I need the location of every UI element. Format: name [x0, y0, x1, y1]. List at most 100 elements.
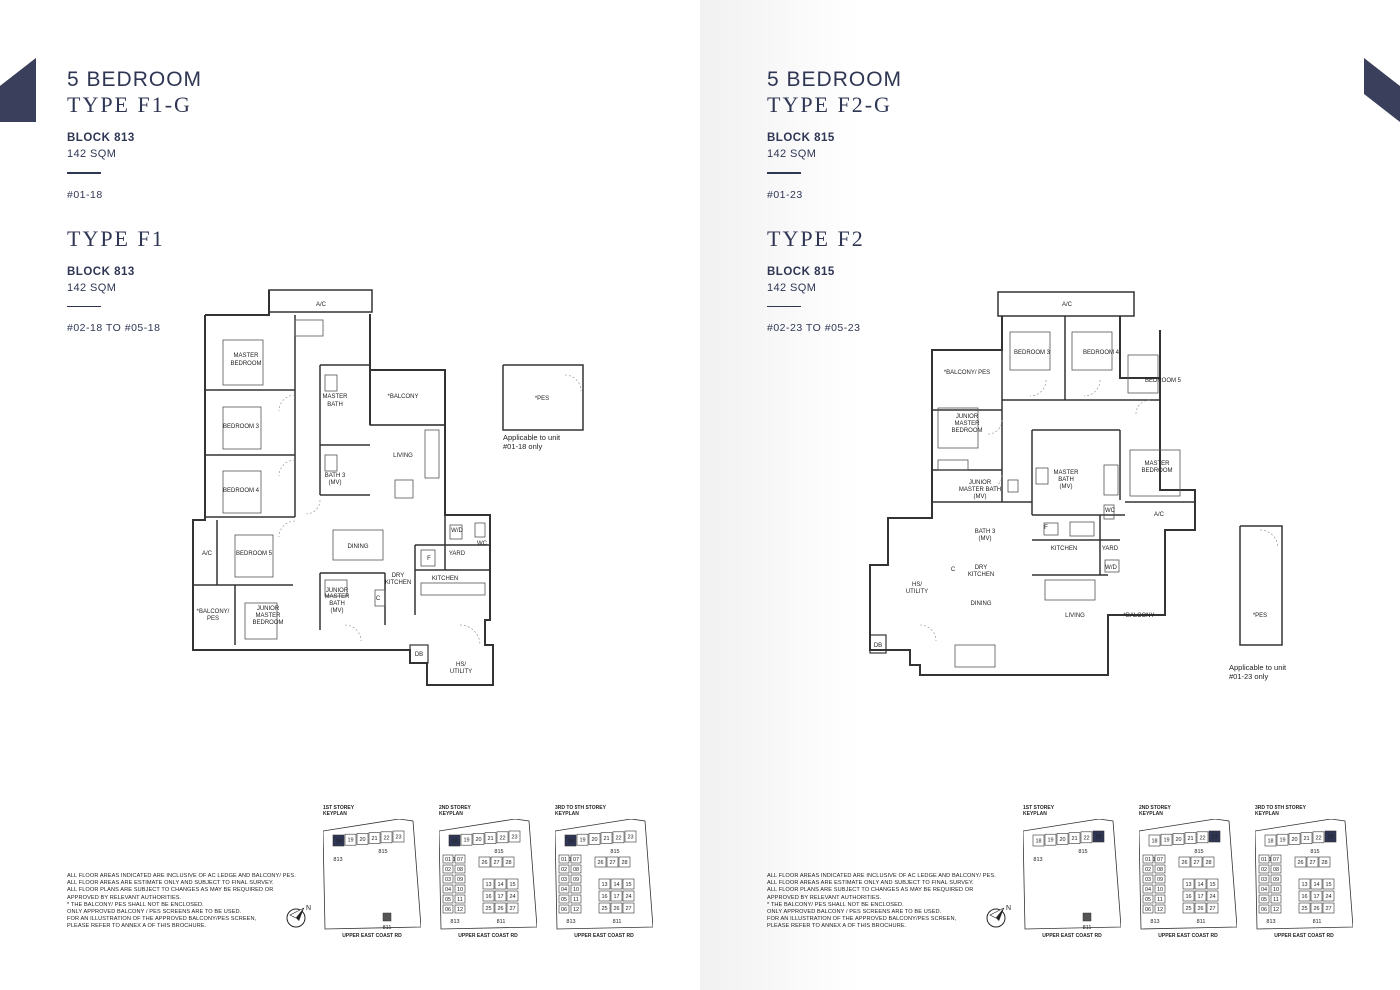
keyplan-unit	[1154, 854, 1166, 864]
keyplan-unit	[570, 874, 582, 884]
keyplan-unit	[598, 890, 611, 902]
keyplan-unit	[1092, 830, 1105, 843]
keyplan-unit	[598, 902, 611, 914]
keyplan-unit-label: 27	[625, 906, 631, 912]
keyplan-unit-label: 08	[1273, 867, 1279, 873]
keyplan-unit	[1270, 894, 1282, 904]
keyplan-block-label: 811	[497, 919, 506, 925]
keyplan-block-label: 813	[1150, 919, 1159, 925]
keyplan-unit	[564, 834, 577, 847]
label-bedroom3: BEDROOM 3	[1014, 350, 1051, 356]
keyplan-unit	[622, 890, 635, 902]
label-ac-top: A/C	[1062, 302, 1073, 308]
label-bath3-2: (MV)	[979, 536, 992, 542]
keyplan-unit-label: 14	[1197, 882, 1203, 888]
keyplan-unit-label: 09	[1273, 877, 1279, 883]
keyplan-unit	[1196, 831, 1209, 844]
type2-area-label: 142 SQM	[67, 281, 117, 294]
keyplan-unit-label: 06	[561, 907, 567, 913]
keyplan-unit-label: 04	[445, 887, 451, 893]
keyplan-unit	[482, 890, 495, 902]
keyplan-unit-label: 07	[1273, 857, 1279, 863]
divider	[767, 305, 801, 307]
keyplan-unit	[1082, 912, 1092, 922]
keyplan-unit	[1270, 884, 1282, 894]
keyplan-unit-label: 26	[1297, 860, 1303, 866]
label-kitchen: KITCHEN	[1051, 546, 1077, 552]
keyplan-unit-label: 23	[395, 835, 401, 841]
keyplan-unit-label: 17	[1313, 894, 1319, 900]
keyplan-unit-label: 03	[445, 877, 451, 883]
keyplan-unit	[558, 884, 570, 894]
keyplan-unit	[1142, 874, 1154, 884]
label-bedroom5: BEDROOM 5	[1145, 378, 1182, 384]
keyplan-unit-label: 27	[609, 860, 615, 866]
disclaimer: ALL FLOOR AREAS INDICATED ARE INCLUSIVE …	[767, 873, 996, 930]
keyplan-unit-label: 05	[1145, 897, 1151, 903]
keyplan-unit-label: 08	[457, 867, 463, 873]
label-wc: WC	[477, 541, 488, 547]
type2-block-label: BLOCK 813	[67, 265, 135, 278]
area-label: 142 SQM	[767, 148, 817, 160]
label-master-bath-1: MASTER	[322, 394, 348, 400]
keyplan-unit	[1270, 864, 1282, 874]
keyplan-unit-label: 27	[1193, 860, 1199, 866]
keyplan-unit-label: 07	[573, 857, 579, 863]
label-master-bath-2: BATH	[327, 402, 343, 408]
keyplan-unit	[1202, 856, 1215, 868]
keyplan-unit	[1300, 832, 1313, 844]
label-c: C	[376, 596, 381, 602]
keyplan-unit-label: 27	[1209, 906, 1215, 912]
keyplan-unit	[1154, 884, 1166, 894]
keyplan-unit	[494, 878, 507, 890]
keyplan-unit	[1288, 833, 1301, 845]
keyplan-unit-label: 04	[1145, 887, 1151, 893]
keyplan-unit	[478, 856, 491, 868]
corner-tab-right	[1364, 58, 1400, 122]
keyplan-unit-label: 06	[445, 907, 451, 913]
keyplan-unit	[502, 856, 515, 868]
keyplan-unit	[1206, 890, 1219, 902]
svg-text:N: N	[1006, 905, 1011, 912]
keyplan-unit-label: 04	[1261, 887, 1267, 893]
keyplan-unit	[1324, 830, 1337, 843]
keyplan-unit	[448, 834, 461, 847]
type2-block-label: BLOCK 815	[767, 265, 835, 278]
keyplan-unit-label: 17	[613, 894, 619, 900]
unit-header-right: 5 BEDROOM TYPE F2-G BLOCK 815 142 SQM #0…	[767, 68, 902, 335]
keyplan-block-label: 813	[333, 857, 342, 863]
keyplan-unit	[1270, 874, 1282, 884]
keyplan-unit-label: 18	[1035, 839, 1041, 845]
label-hs-utility-1: HS/	[912, 582, 922, 588]
keyplan-unit-label: 26	[1197, 906, 1203, 912]
keyplan-block-label: 813	[1266, 919, 1275, 925]
keyplan-unit	[1194, 902, 1207, 914]
keyplan-unit-label: 12	[573, 907, 579, 913]
label-master-bath-3: (MV)	[1060, 484, 1073, 490]
label-f: F	[1044, 525, 1048, 531]
keyplan-unit	[482, 902, 495, 914]
label-bedroom4: BEDROOM 4	[223, 488, 260, 494]
keyplan-unit	[1294, 856, 1307, 868]
label-master-bath-1: MASTER	[1053, 470, 1079, 476]
keyplan-unit	[494, 902, 507, 914]
unit-range: #01-18	[67, 188, 103, 201]
keyplan-unit	[506, 890, 519, 902]
keyplan-unit-label: 07	[457, 857, 463, 863]
keyplan-unit-label: 05	[1261, 897, 1267, 903]
label-jmbath-2: MASTER	[324, 594, 350, 600]
keyplan-unit-label: 15	[1209, 882, 1215, 888]
keyplan-unit	[454, 874, 466, 884]
label-kitchen: KITCHEN	[432, 576, 458, 582]
label-ac-left: A/C	[202, 551, 213, 557]
keyplan-unit	[570, 864, 582, 874]
keyplan-block-label: 813	[450, 919, 459, 925]
keyplan-unit-label: 12	[457, 907, 463, 913]
keyplan-unit-label: 14	[613, 882, 619, 888]
keyplan-unit	[1194, 878, 1207, 890]
keyplan-unit-label: 16	[1185, 894, 1191, 900]
keyplan-unit-label: 25	[601, 906, 607, 912]
